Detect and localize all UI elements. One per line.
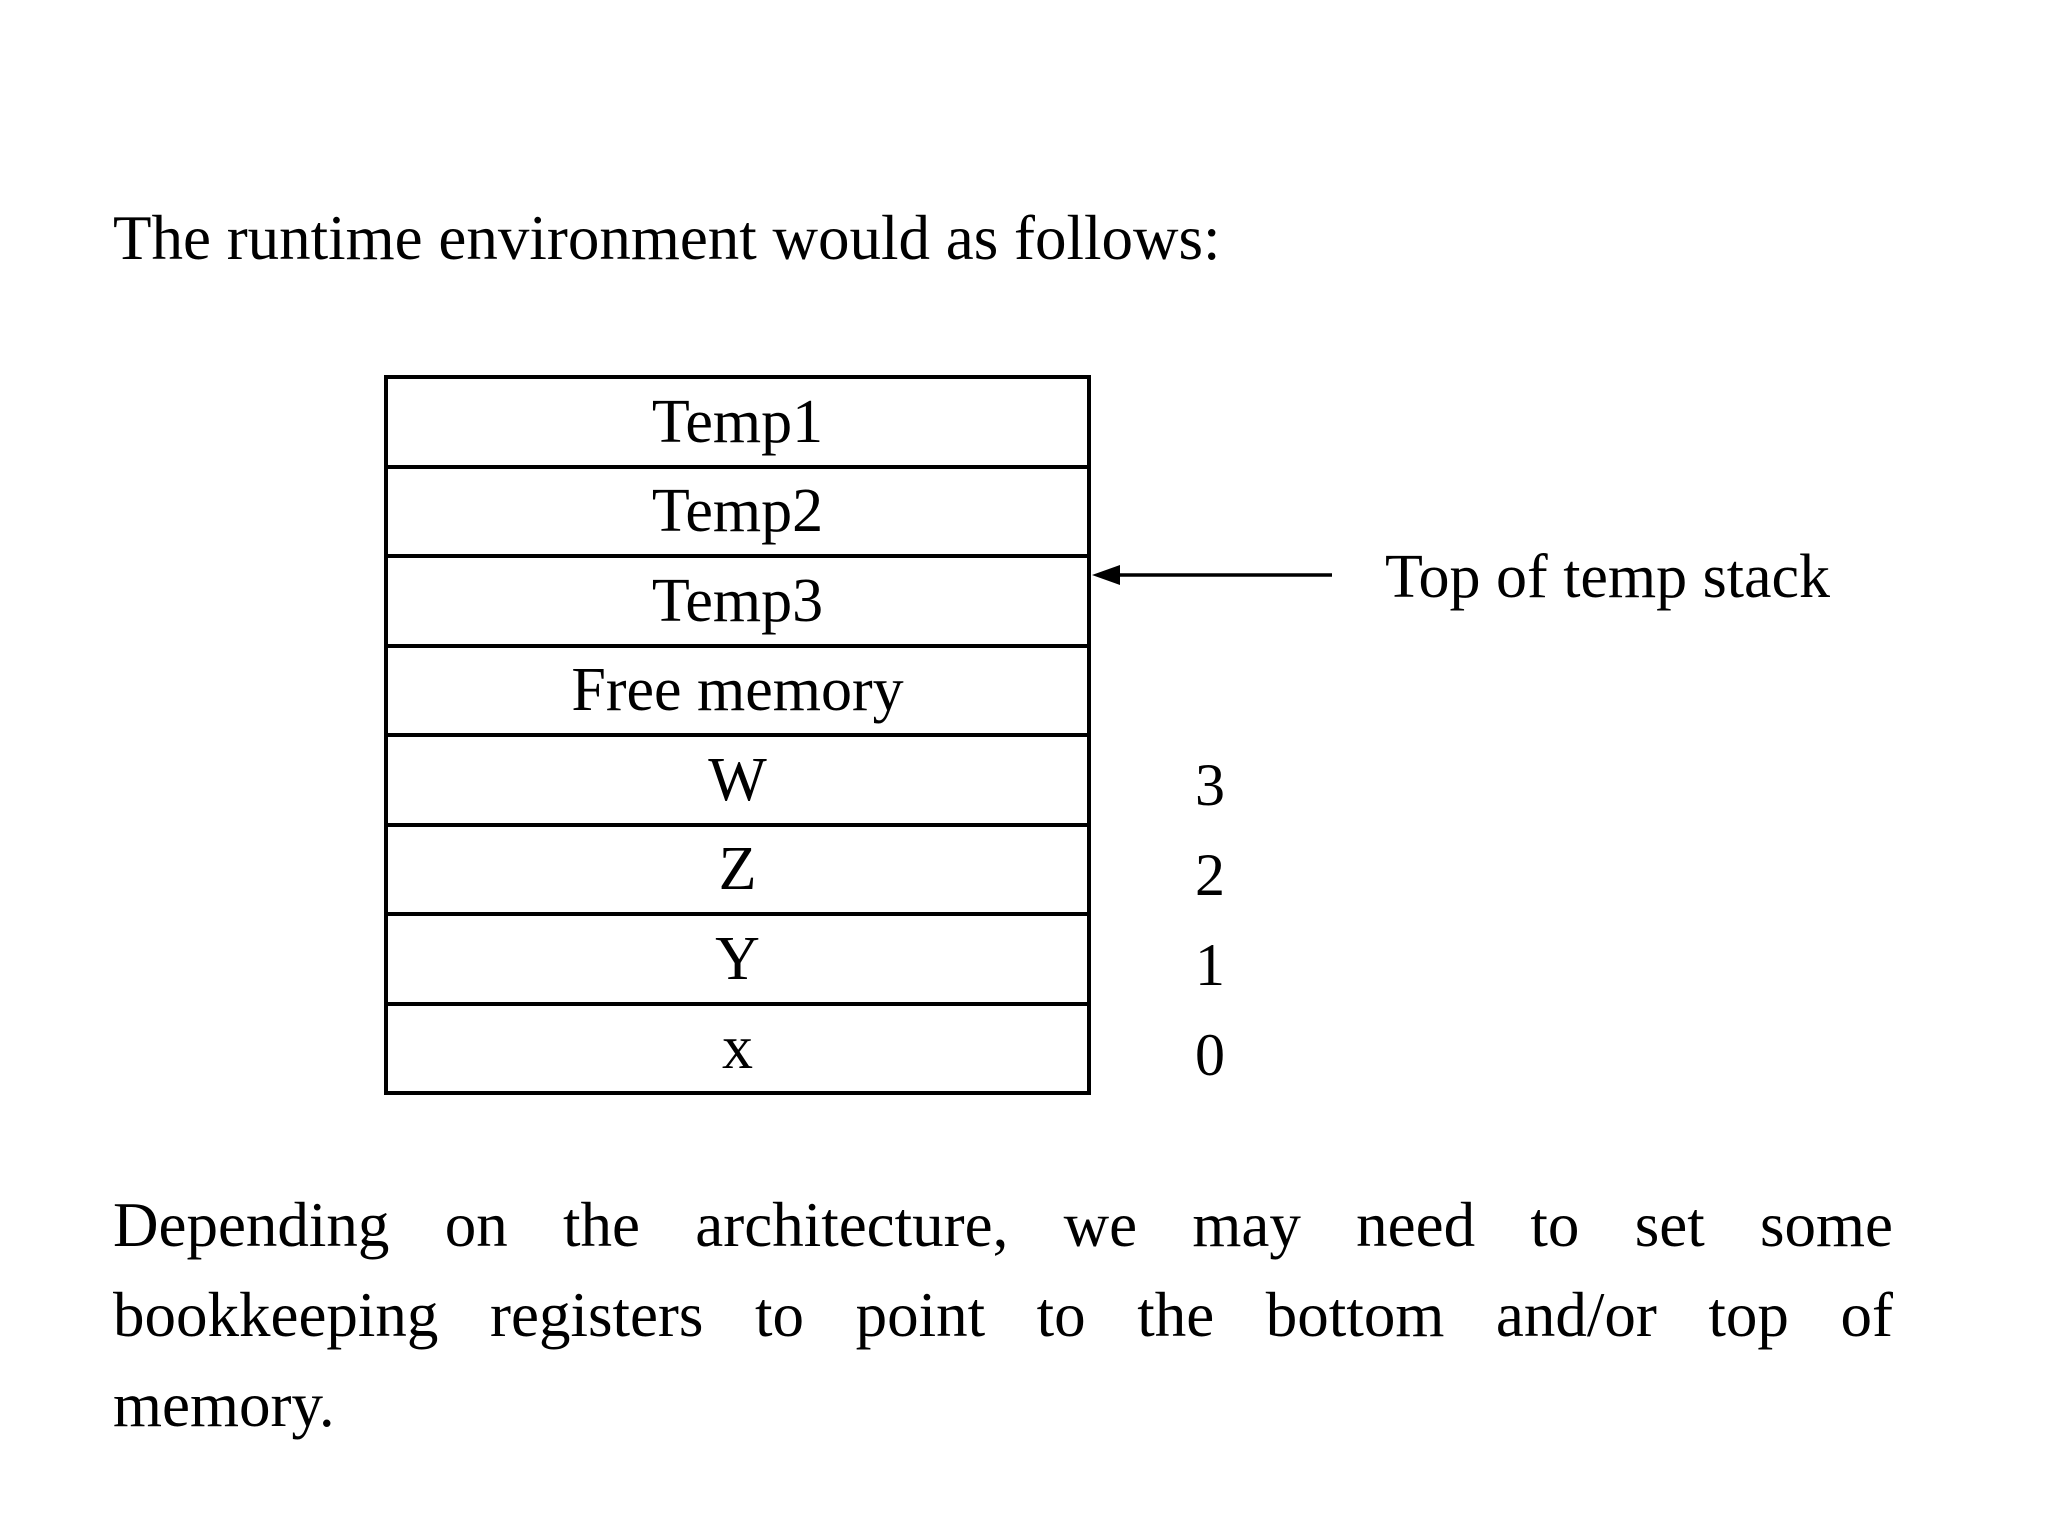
address-column: 3 2 1 0	[1172, 740, 1248, 1100]
paragraph-line: bookkeeping registers to point to the bo…	[113, 1280, 1893, 1350]
stack-row-temp1: Temp1	[651, 387, 824, 456]
stack-row-y: Y	[388, 912, 1087, 1002]
paragraph-line: memory.	[113, 1370, 335, 1440]
stack-row-x: x	[388, 1001, 1087, 1092]
paragraph-line: Depending on the architecture, we may ne…	[113, 1190, 1893, 1260]
page-title: The runtime environment would as follows…	[113, 203, 1221, 273]
address-label-2: 2	[1195, 842, 1225, 908]
stack-row-temp2: Temp2	[388, 464, 1087, 555]
address-label-3: 3	[1195, 752, 1225, 818]
stack-row-free-memory: Free memory	[388, 643, 1087, 734]
stack-row-z: Z	[388, 822, 1087, 913]
address-label-0: 0	[1195, 1022, 1225, 1088]
stack-row-w: W	[388, 733, 1087, 823]
top-of-temp-stack-label: Top of temp stack	[1385, 543, 1831, 611]
stack-row-temp3: Temp3	[388, 554, 1087, 644]
body-paragraph: Depending on the architecture, we may ne…	[113, 1180, 1893, 1450]
address-label-1: 1	[1195, 932, 1225, 998]
left-arrow-icon	[1092, 565, 1332, 585]
memory-stack-table: Temp1 Temp2 Temp3 Free memory W Z Y x	[384, 375, 1091, 1095]
